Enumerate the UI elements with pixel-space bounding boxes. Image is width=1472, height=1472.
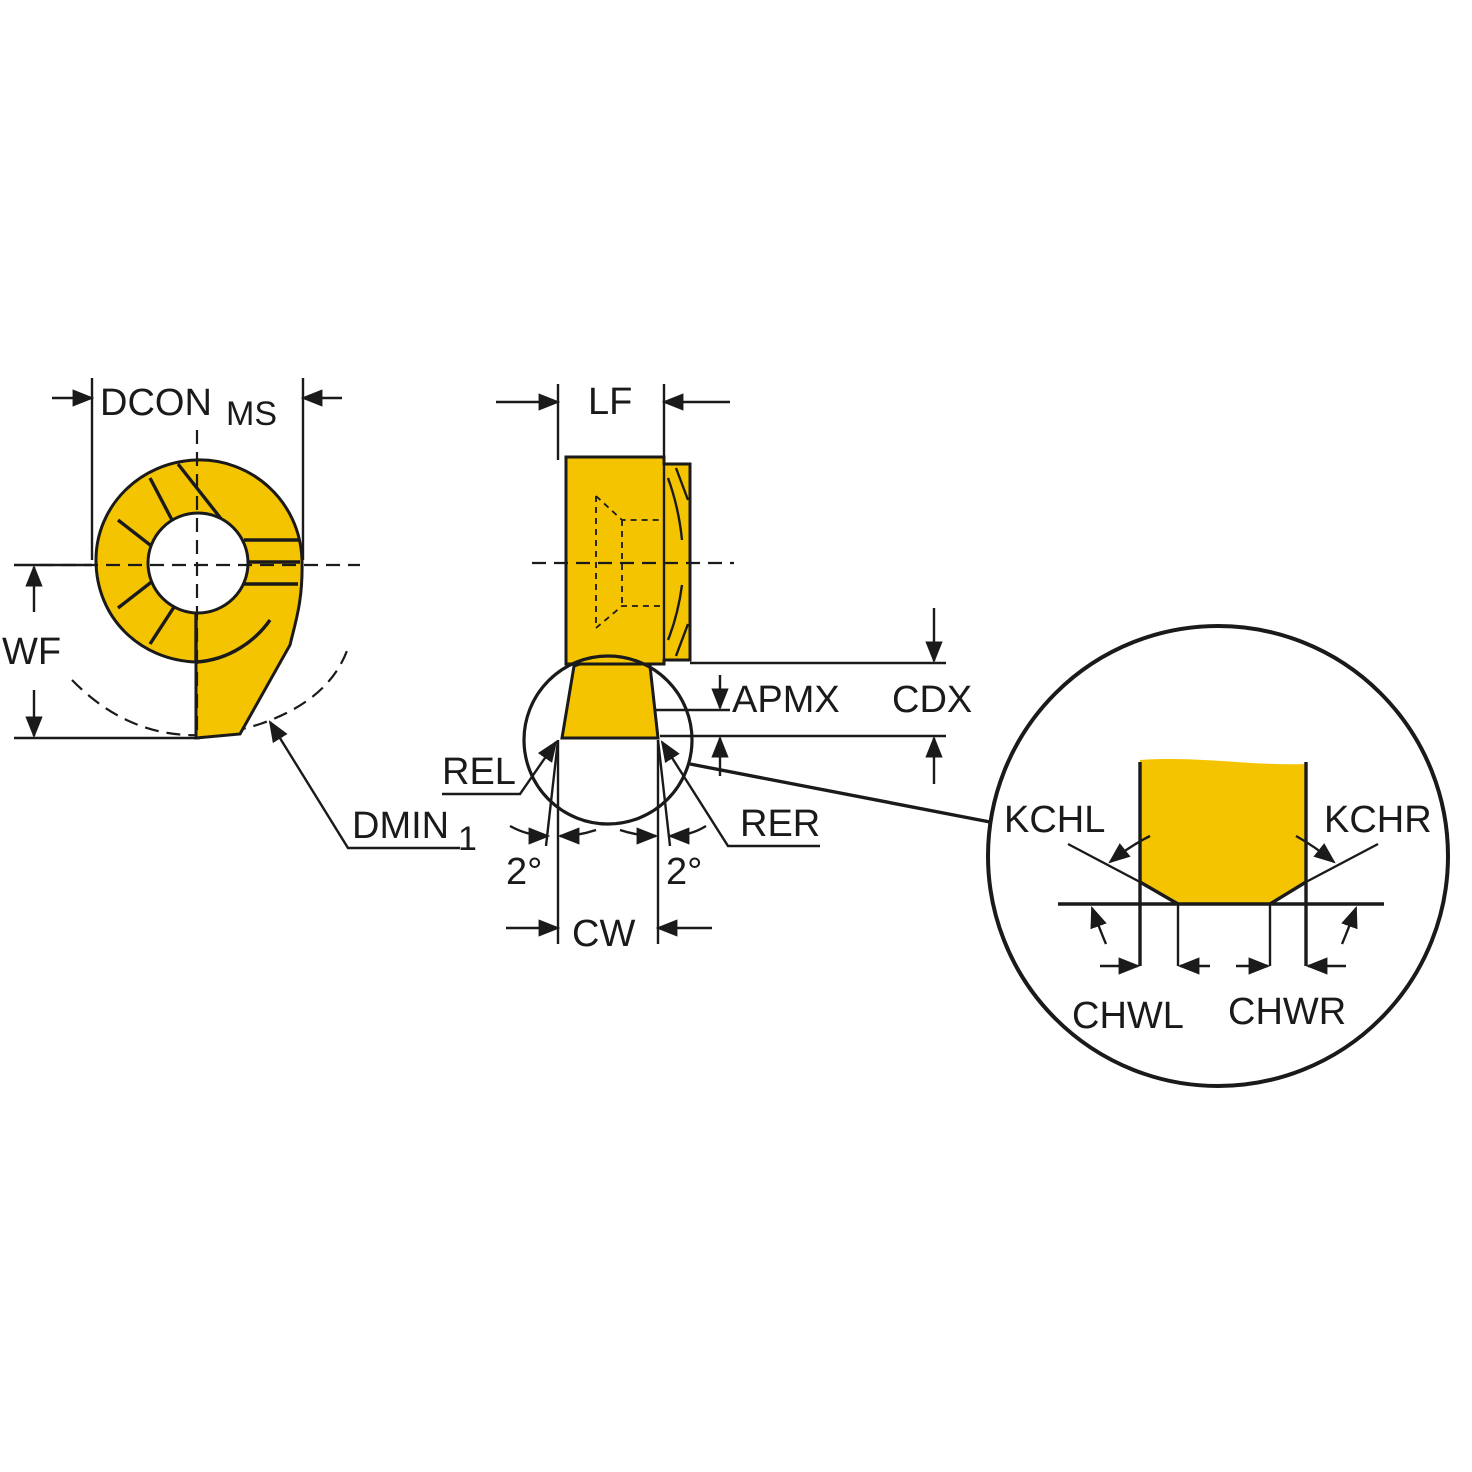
wf-label: WF xyxy=(2,631,61,673)
kchr-label: KCHR xyxy=(1324,799,1432,841)
dmin-arc xyxy=(71,647,350,737)
wf-dimension: WF xyxy=(2,563,200,740)
lf-label: LF xyxy=(588,381,632,423)
dcon-dimension: DCON MS xyxy=(52,378,342,560)
hidden-hole xyxy=(595,495,664,629)
flute-line-4 xyxy=(116,578,156,610)
insert-side-view xyxy=(522,455,991,826)
detail-leader xyxy=(689,762,991,824)
angle-left-label: 2° xyxy=(506,851,542,893)
flute-line-2 xyxy=(148,477,174,521)
detail-circle xyxy=(522,654,694,826)
rel-label: REL xyxy=(442,751,516,793)
apmx-cdx-dimensions: APMX CDX xyxy=(656,608,972,784)
flute-line-10 xyxy=(195,619,272,664)
rel-rer-cw-dimensions: REL RER 2° 2° CW xyxy=(442,739,820,955)
insert-cutting-tip xyxy=(560,662,660,740)
lf-dimension: LF xyxy=(496,381,730,460)
kchl-label: KCHL xyxy=(1004,799,1105,841)
dcon-label: DCON xyxy=(100,382,212,424)
flute-line-3 xyxy=(116,518,156,550)
insert-front-view xyxy=(40,430,360,740)
cw-label: CW xyxy=(572,913,635,955)
dmin-label: DMIN xyxy=(352,805,449,847)
dmin-subscript: 1 xyxy=(458,820,477,858)
dcon-subscript: MS xyxy=(226,395,277,433)
flute-line-1 xyxy=(176,462,224,522)
rer-label: RER xyxy=(740,803,820,845)
flute-line-5 xyxy=(148,603,178,645)
chwl-label: CHWL xyxy=(1072,995,1184,1037)
dmin-leader: DMIN 1 xyxy=(268,720,477,858)
chwr-label: CHWR xyxy=(1228,991,1346,1033)
magnified-detail-view: KCHL KCHR CHWL CHWR xyxy=(986,624,1450,1088)
edge-detail xyxy=(666,477,684,541)
angle-right-label: 2° xyxy=(666,851,702,893)
cdx-label: CDX xyxy=(892,679,972,721)
apmx-label: APMX xyxy=(732,679,840,721)
magnified-tip xyxy=(1140,759,1306,904)
